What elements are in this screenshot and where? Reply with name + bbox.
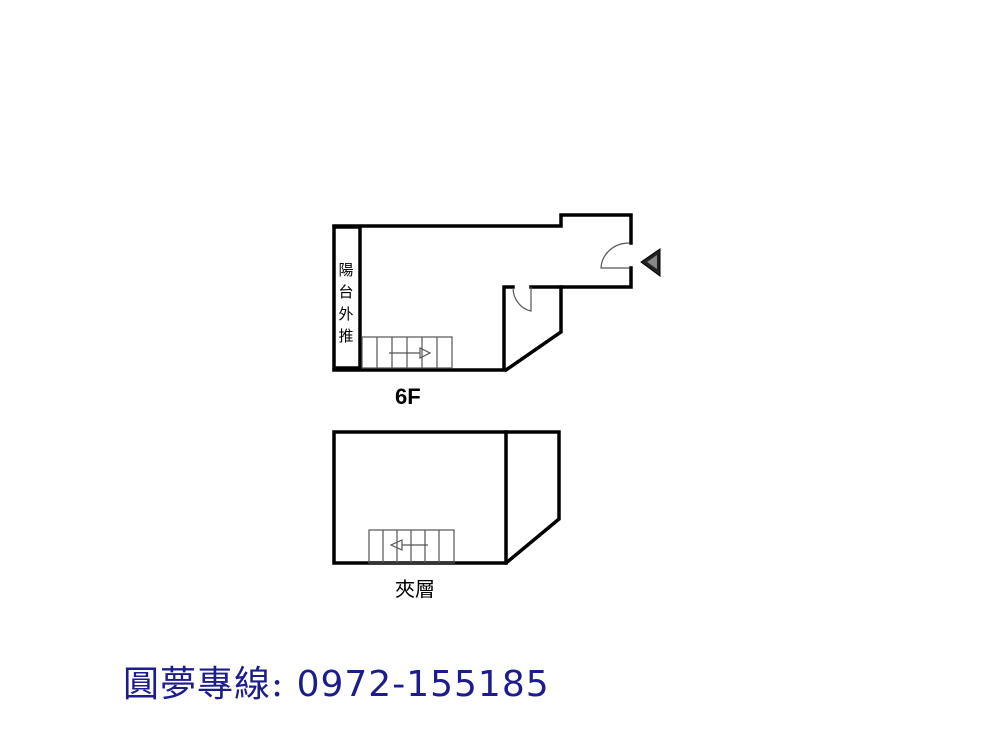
sixth-floor-angled-wall bbox=[503, 285, 563, 373]
entrance-door bbox=[600, 242, 630, 269]
mezzanine-plan bbox=[332, 430, 561, 565]
contact-line: 圓夢專線: 0972-155185 bbox=[123, 655, 550, 707]
mezzanine-outer-wall bbox=[332, 430, 561, 565]
interior-door bbox=[512, 287, 532, 312]
floor-label: 6F bbox=[395, 384, 421, 409]
contact-phone: 0972-155185 bbox=[296, 664, 550, 705]
sixth-floor-outer-wall bbox=[332, 213, 633, 372]
sixth-floor-plan bbox=[332, 213, 661, 373]
mezzanine-label: 夾層 bbox=[395, 579, 435, 601]
sixth-floor-stairs bbox=[361, 336, 453, 369]
mezzanine-stairs bbox=[368, 529, 455, 564]
balcony-label: 陽台外推 bbox=[338, 262, 354, 345]
contact-label: 圓夢專線: bbox=[123, 664, 285, 705]
entrance-triangle-inner bbox=[647, 255, 657, 269]
